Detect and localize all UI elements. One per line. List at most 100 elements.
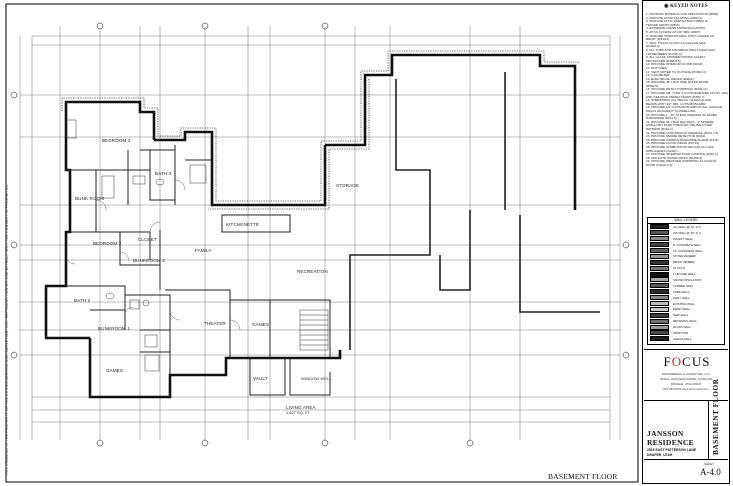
project-address: 2519 EAST PATTERSON LANE <box>647 448 697 452</box>
keyed-note-item: 6. PROVIDE WINDOW WELL WITH LADDER AS <box>646 34 714 38</box>
firm-line2: 6949 S. HIGH TECH DRIVE, SUITE 200 <box>660 377 712 381</box>
keyed-note-item: 11. NOT USED <box>646 66 667 70</box>
keyed-note-item: 25. PROVIDE FLOOR DRAIN (P2719) <box>646 142 699 146</box>
keyed-note-item: (R302.5) <box>646 84 659 88</box>
room-label-recreation: RECREATION <box>297 269 328 274</box>
room-label-theater: THEATER <box>204 321 226 326</box>
sheet-title: BASEMENT FLOOR <box>548 472 618 481</box>
room-label-games-left: GAMES <box>106 368 124 373</box>
keyed-note-item: 16. PROVIDE DRAFT STOPPING (R302.12) <box>646 88 708 92</box>
legend-row: GLASS WALL <box>648 324 724 330</box>
legend-label: STUCCO <box>673 266 686 271</box>
keyed-notes-title: KEYED NOTES <box>670 4 708 9</box>
legend-swatch <box>650 224 669 230</box>
legend-label: 2x4 WALL @ 16" O.C. <box>673 224 702 229</box>
keyed-note-item: APPLIANCES (G2407) <box>646 149 678 153</box>
keyed-notes-list: 1. ROOFING MATERIAL AND APPLICATION (R90… <box>646 13 728 168</box>
basement-floor-plan[interactable] <box>0 0 640 486</box>
legend-swatch <box>650 330 669 336</box>
keyed-note-item: 28. INSULATE WATER PIPES (N1103.5) <box>646 156 703 160</box>
keyed-note-item: 19. PROVIDE 1/2" GYPSUM BOARD AT ALL GAR… <box>646 106 723 110</box>
room-label-bedroom2: BEDROOM 2 <box>93 241 122 246</box>
legend-swatch <box>650 265 669 271</box>
doors <box>65 179 241 331</box>
legend-row: KNEE WALL <box>648 289 724 295</box>
keyed-note-item: 23. PROVIDE SMOKE DETECTOR (R314) <box>646 135 706 139</box>
legend-swatch <box>650 336 669 342</box>
room-label-bedroom3: BEDROOM 3 <box>102 138 131 143</box>
firm-line1: ENGINEERING & SURVEYING, LLC <box>662 372 710 376</box>
legend-label: RETAINING WALL <box>673 319 698 324</box>
legend-swatch <box>650 318 669 324</box>
veneer-lines <box>61 50 579 210</box>
grid-bubbles <box>10 22 630 447</box>
keyed-note-item: (P2903.2) <box>646 45 660 49</box>
keyed-note-item: REQ'D. (R310.2) <box>646 38 670 42</box>
room-label-living-area: LIVING AREA <box>286 405 316 410</box>
keyed-note-item: 120 DEGREES (P2708.4) <box>646 52 682 56</box>
keyed-note-item: 13. GAS METER <box>646 74 670 78</box>
legend-row: DEMO WALL <box>648 306 724 312</box>
keyed-note-item: 4. EXTERIOR FINISH MATERIALS (R703) <box>646 27 705 31</box>
keyed-note-item: 27. PROVIDE INTERIOR FOOD LANDING (R311.… <box>646 153 718 157</box>
room-label-bath2: BATH 2 <box>74 298 91 303</box>
keyed-note-item: 26. PROVIDE COMBUSTION AIR FOR ALL GAS <box>646 145 714 149</box>
keyed-note-item: 15. PROVIDE 48" HIGH FIRE RATED DOOR <box>646 81 709 85</box>
sheet-number: A-4.0 <box>700 467 721 477</box>
firm-block: FOCUS ENGINEERING & SURVEYING, LLC 6949 … <box>644 349 728 401</box>
keyed-note-item: 9. ALL GLASS SHOWER DOORS SAFETY <box>646 56 706 60</box>
legend-label: 8" CONCRETE WALL <box>673 242 702 247</box>
legend-row: FURRED WALL <box>648 283 724 289</box>
keyed-note-item: HARDWARE (R311.2) <box>646 117 677 121</box>
room-label-family: FAMILY <box>195 248 212 253</box>
legend-row: EXISTING WALL <box>648 301 724 307</box>
keyed-note-item: SHALL NOT PASS THROUGH THE BALUSTER <box>646 124 713 128</box>
legend-row: 10" CONCRETE WALL <box>648 248 724 254</box>
keyed-note-item: TESTED VENTS (R806) <box>646 23 680 27</box>
legend-swatch <box>650 259 669 265</box>
legend-swatch <box>650 306 669 312</box>
legend-row: 8" CONCRETE WALL <box>648 242 724 248</box>
legend-label: KNEE WALL <box>673 289 690 294</box>
room-label-bunkroom1: BUNKROOM 1 <box>98 326 130 331</box>
keyed-note-item: BEAMS WITH 1/2" MIN. GYPSUM BOARD <box>646 102 706 106</box>
interior-heavy-walls <box>349 72 600 350</box>
keyed-note-item: 29. PROVIDE WEATHER STRIPPING AT ACCESS <box>646 160 717 164</box>
legend-swatch <box>650 230 669 236</box>
sheet-label: SHEET <box>704 462 715 466</box>
legend-swatch <box>650 324 669 330</box>
legend-swatch <box>650 236 669 242</box>
legend-label: 2x6 EXT. WALL <box>673 236 694 241</box>
room-label-kitchenette: KITCHENETTE <box>226 222 260 227</box>
legend-swatch <box>650 289 669 295</box>
firm-logo-o: O <box>671 354 683 369</box>
room-label-bunk-room: BUNK ROOM <box>75 196 105 201</box>
keyed-note-item: DOOR (N1102.4.4) <box>646 163 673 167</box>
keyed-note-item: 10. PROVIDE INTERIOR FLOOR DRAIN <box>646 63 703 67</box>
firm-line4: 801.352.0075 www.focus-utah.com <box>663 387 709 391</box>
legend-row: PARTITION <box>648 330 724 336</box>
firm-logo: FOCUS <box>648 354 726 370</box>
legend-label: DEMO WALL <box>673 307 691 312</box>
keyed-note-item: 3. PROVIDE ATTIC VENTILATION (R806) w/ <box>646 20 708 24</box>
legend-swatch <box>650 283 669 289</box>
keyed-note-item: 21. PROVIDE 36" HIGH RAILINGS - 4" SPHER… <box>646 120 714 124</box>
legend-row: 2x6 WALL @ 16" O.C. <box>648 230 724 236</box>
keyed-note-item: 22. PROVIDE CONTINUOUS HANDRAIL (R311.7.… <box>646 131 719 135</box>
room-label-bath3: BATH 3 <box>155 171 172 176</box>
legend-label: BRICK VENEER <box>673 260 695 265</box>
firm-logo-f: F <box>663 354 672 369</box>
project-name-line1: JANSSON <box>647 429 684 438</box>
keyed-note-item: AND CEILINGS UNDER STAIRS (R302.7) <box>646 95 705 99</box>
keyed-note-item: PROTECTED (R308.4.5) <box>646 59 681 63</box>
legend-row: PONY WALL <box>648 295 724 301</box>
legend-swatch <box>650 301 669 307</box>
legend-label: FURRED WALL <box>673 283 694 288</box>
stair <box>299 309 329 351</box>
wall-legend: WALL LEGEND 2x4 WALL @ 16" O.C.2x6 WALL … <box>647 217 725 345</box>
legend-row: NEW WALL <box>648 312 724 318</box>
legend-row: 2x4 WALL @ 16" O.C. <box>648 224 724 230</box>
title-block: ◉ KEYED NOTES 1. ROOFING MATERIAL AND AP… <box>642 0 730 484</box>
legend-row: RETAINING WALL <box>648 318 724 324</box>
legend-row: BRICK VENEER <box>648 259 724 265</box>
